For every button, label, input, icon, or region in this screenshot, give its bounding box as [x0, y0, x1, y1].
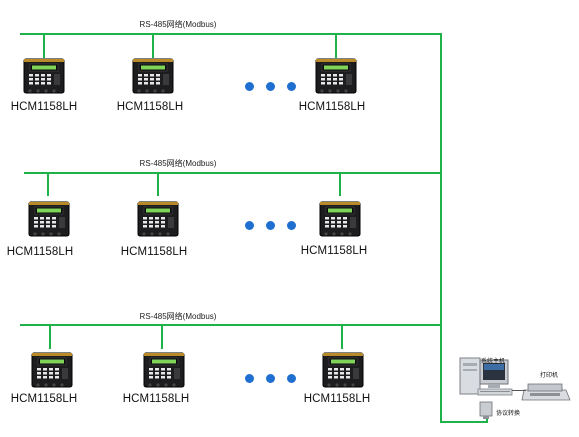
meter-device — [322, 352, 364, 388]
meter-device — [319, 201, 361, 237]
ellipsis-dots — [245, 82, 296, 91]
device-label: HCM1158LH — [10, 393, 78, 405]
drop-line — [43, 33, 45, 58]
drop-line — [152, 33, 154, 58]
ellipsis-dot — [266, 82, 275, 91]
device-label: HCM1158LH — [300, 245, 368, 257]
device-label: HCM1158LH — [122, 393, 190, 405]
printer-icon — [521, 383, 571, 401]
trunk-to-host-line — [440, 421, 488, 423]
ellipsis-dot — [287, 221, 296, 230]
printer-cable — [512, 390, 526, 391]
drop-line — [341, 324, 343, 349]
ellipsis-dots — [245, 221, 296, 230]
host-computer-icon — [459, 357, 513, 396]
meter-device — [143, 352, 185, 388]
drop-line — [47, 172, 49, 196]
printer-label: 打印机 — [540, 372, 559, 379]
bus-line-row3 — [20, 324, 441, 326]
device-label: HCM1158LH — [298, 101, 366, 113]
device-label: HCM1158LH — [120, 246, 188, 258]
ellipsis-dot — [287, 374, 296, 383]
ellipsis-dot — [245, 221, 254, 230]
ellipsis-dot — [266, 221, 275, 230]
device-label: HCM1158LH — [303, 393, 371, 405]
bus-label-row2: RS-485网络(Modbus) — [139, 159, 217, 168]
bus-label-row3: RS-485网络(Modbus) — [139, 312, 217, 321]
bus-line-row1 — [20, 33, 441, 35]
drop-line — [49, 324, 51, 349]
host-computer-label: 系统主机 — [481, 358, 506, 365]
drop-line — [161, 324, 163, 349]
device-label: HCM1158LH — [116, 101, 184, 113]
device-label: HCM1158LH — [10, 101, 78, 113]
ellipsis-dot — [245, 82, 254, 91]
protocol-converter-label: 协议转换 — [496, 410, 521, 417]
device-label: HCM1158LH — [6, 246, 74, 258]
ellipsis-dots — [245, 374, 296, 383]
meter-device — [132, 58, 174, 94]
meter-device — [28, 201, 70, 237]
trunk-line — [440, 33, 442, 423]
protocol-converter-icon — [479, 401, 493, 419]
bus-line-row2 — [24, 172, 441, 174]
meter-device — [137, 201, 179, 237]
ellipsis-dot — [287, 82, 296, 91]
meter-device — [31, 352, 73, 388]
meter-device — [23, 58, 65, 94]
drop-line — [335, 33, 337, 58]
bus-label-row1: RS-485网络(Modbus) — [139, 20, 217, 29]
ellipsis-dot — [245, 374, 254, 383]
meter-device — [315, 58, 357, 94]
ellipsis-dot — [266, 374, 275, 383]
drop-line — [157, 172, 159, 196]
drop-line — [339, 172, 341, 196]
